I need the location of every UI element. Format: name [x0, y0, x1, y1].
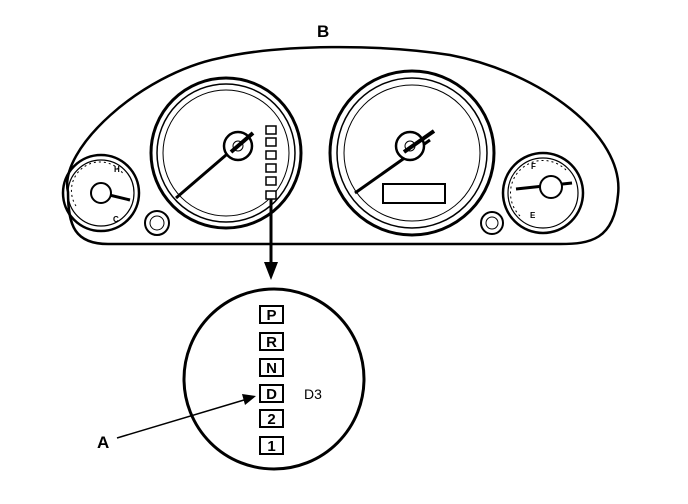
speedometer: [328, 69, 496, 237]
gear-box-2: 2: [259, 409, 284, 428]
svg-text:R: R: [266, 334, 277, 351]
zoom-arrow: [264, 199, 278, 280]
gear-box-n: N: [259, 358, 284, 377]
left-knob: [144, 210, 170, 236]
svg-text:P: P: [266, 307, 276, 324]
fuel-empty-label: E: [530, 211, 536, 220]
fuel-gauge: F E: [501, 151, 585, 235]
svg-text:1: 1: [267, 438, 275, 455]
tachometer: [149, 76, 303, 230]
svg-text:2: 2: [267, 411, 275, 428]
right-knob: [480, 211, 504, 235]
gear-box-p: P: [259, 305, 284, 324]
temperature-gauge: H C: [61, 153, 141, 233]
svg-text:N: N: [266, 360, 277, 377]
gear-box-1: 1: [259, 436, 284, 455]
temp-cold-label: C: [113, 215, 119, 224]
temp-hot-label: H: [114, 165, 120, 174]
callout-b: B: [317, 22, 329, 41]
gear-box-d: D: [259, 384, 284, 403]
fuel-full-label: F: [531, 162, 536, 171]
svg-text:D: D: [266, 386, 277, 403]
callout-a: A: [97, 433, 109, 452]
gear-box-r: R: [259, 332, 284, 351]
odometer-display: [382, 183, 446, 204]
zoom-circle: [182, 287, 366, 471]
shift-indicator-lamps: [265, 125, 277, 200]
callout-a-leader: [116, 394, 256, 439]
cluster-housing: [65, 45, 620, 246]
d3-label: D3: [304, 386, 322, 402]
